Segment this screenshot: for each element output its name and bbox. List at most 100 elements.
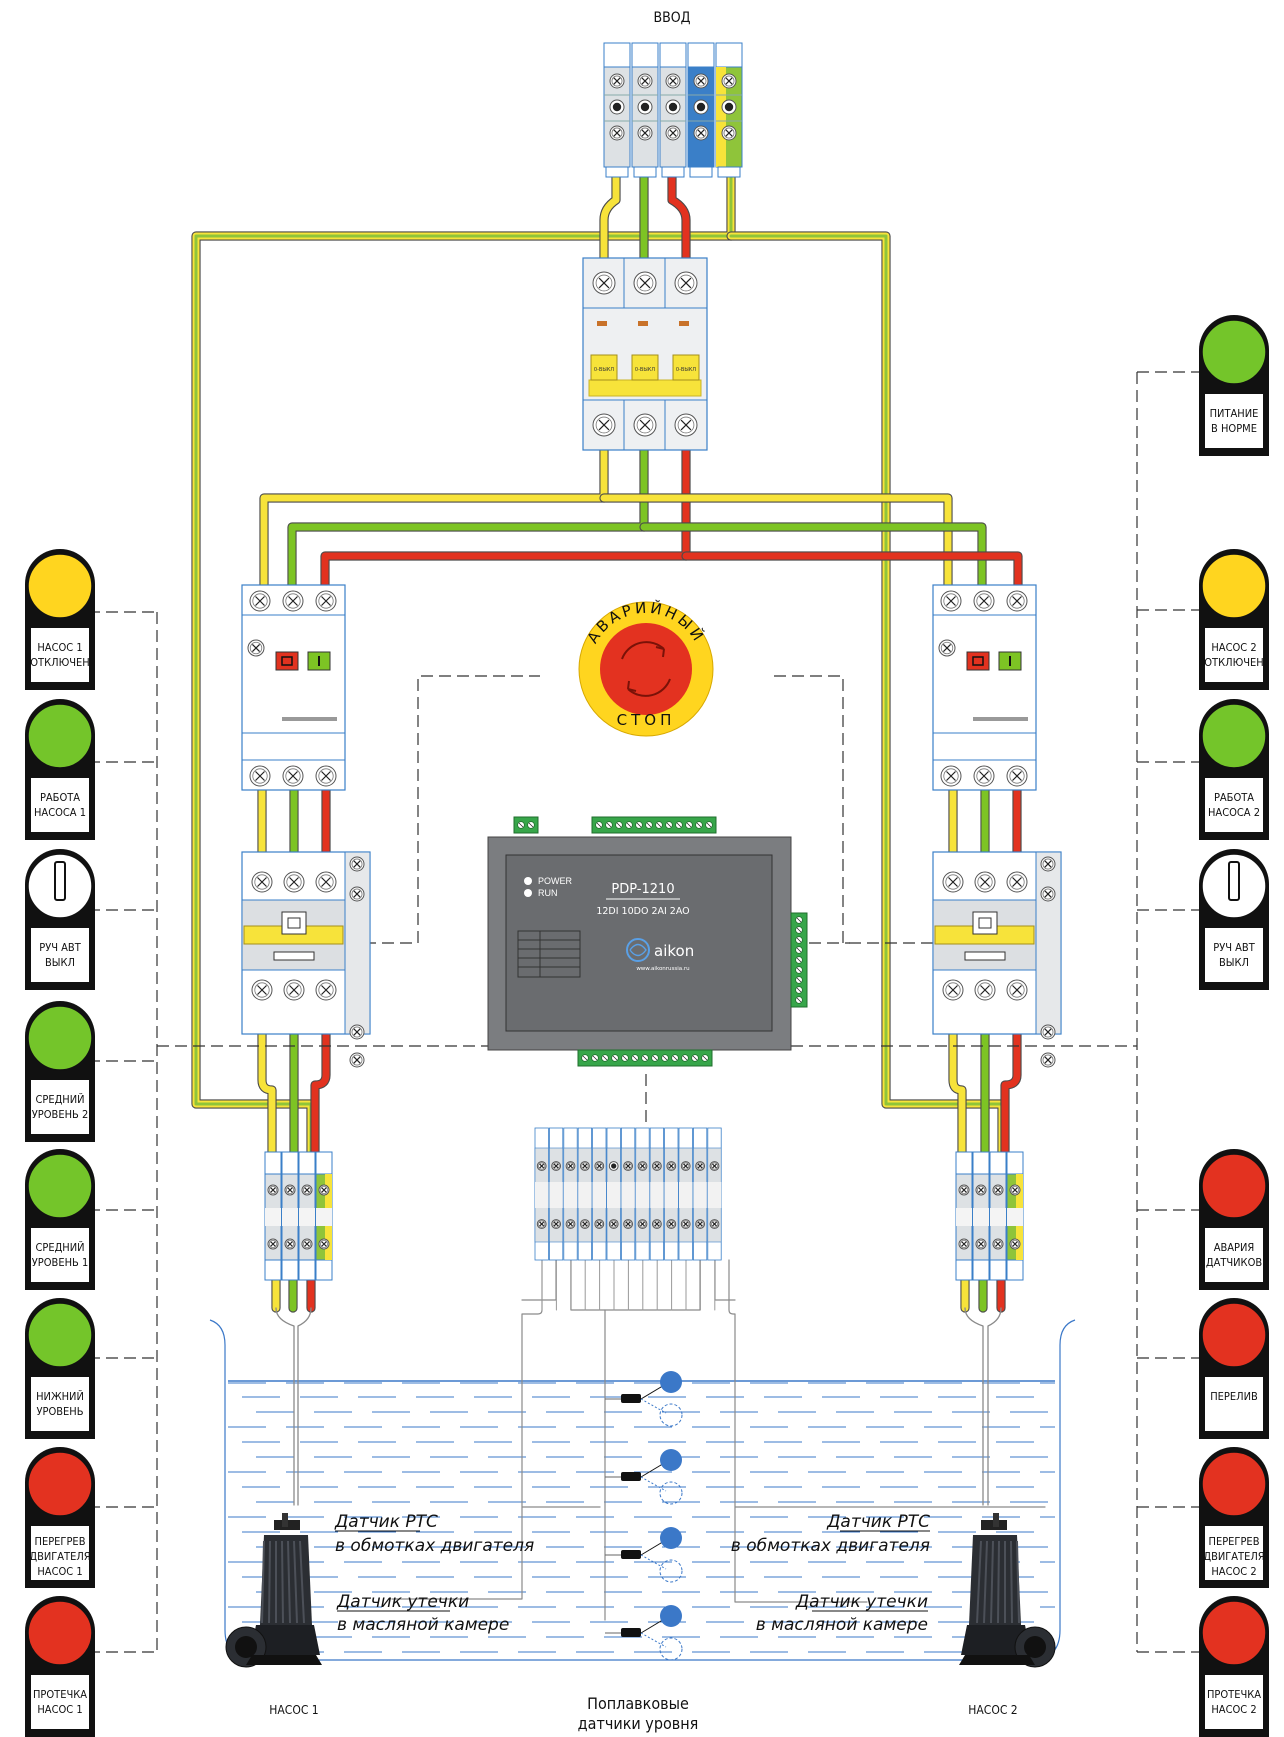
screw-icon: [942, 979, 964, 1001]
screw-icon: [637, 125, 653, 141]
aux-contact: [344, 851, 371, 1035]
screw-icon: [1040, 856, 1056, 872]
screw-icon: [318, 1238, 330, 1250]
screw-icon: [249, 765, 271, 787]
screw-icon: [580, 1219, 590, 1229]
lamp-label: ДАТЧИКОВ: [1206, 1256, 1263, 1269]
screw-icon: [973, 590, 995, 612]
lamp-light: [27, 1600, 93, 1666]
screw-icon: [551, 1219, 562, 1229]
terminal-foot: [633, 166, 657, 178]
stop-button[interactable]: [275, 651, 299, 671]
float-ball-icon: [660, 1527, 682, 1549]
screw-icon: [283, 871, 305, 893]
screw-icon: [284, 1238, 296, 1250]
lamp-label: В НОРМЕ: [1211, 422, 1257, 435]
screw-icon: [251, 871, 273, 893]
terminal-cap: [659, 42, 687, 68]
wire: [681, 551, 1023, 590]
lamp-label: НАСОС 2: [1211, 1565, 1256, 1578]
motor-breaker-pump2: [932, 584, 1037, 791]
terminal-cap: [631, 42, 659, 68]
lamp-label-plate: [1205, 928, 1263, 982]
screw-icon: [1009, 1184, 1021, 1196]
screw-icon: [940, 765, 962, 787]
wire: [288, 446, 648, 589]
float-ball-down-icon: [659, 1403, 683, 1427]
screw-icon: [267, 1238, 279, 1250]
signal-wire: [275, 1307, 312, 1506]
lamp-label: ПРОТЕЧКА: [33, 1688, 87, 1701]
screw-icon: [551, 1161, 562, 1171]
screw-icon: [1040, 1052, 1056, 1068]
screw-icon: [938, 639, 956, 657]
breaker-handle[interactable]: [631, 354, 659, 381]
float-ball-down-icon: [659, 1637, 683, 1661]
screw-icon: [247, 639, 265, 657]
screw-icon: [282, 765, 304, 787]
breaker-handle[interactable]: [672, 354, 700, 381]
screw-icon: [251, 979, 273, 1001]
float-ball-icon: [660, 1449, 682, 1471]
float-sensor-body: [621, 1472, 641, 1481]
wire: [682, 552, 1022, 589]
screw-icon: [633, 413, 657, 437]
screw-icon: [693, 125, 709, 141]
float-sensor-body: [621, 1394, 641, 1403]
screw-icon: [608, 1161, 619, 1171]
wire: [258, 1030, 276, 1156]
screw-icon: [665, 73, 681, 89]
lamp-label: ПРОТЕЧКА: [1207, 1688, 1261, 1701]
lamp-label: ДВИГАТЕЛЯ: [29, 1550, 90, 1563]
stop-button[interactable]: [966, 651, 990, 671]
screw-icon: [940, 590, 962, 612]
breaker-handle[interactable]: [590, 354, 618, 381]
screw-icon: [1006, 979, 1028, 1001]
selector-handle[interactable]: [1228, 861, 1240, 901]
screw-icon: [958, 1238, 970, 1250]
wire: [668, 170, 690, 262]
emergency-stop-button[interactable]: АВАРИЙНЫЙ СТОП: [578, 598, 714, 737]
selector-handle[interactable]: [54, 861, 66, 901]
wire: [321, 446, 690, 589]
screw-icon: [609, 125, 625, 141]
breaker-indicator: [679, 321, 689, 326]
screw-icon: [318, 1184, 330, 1196]
screw-icon: [974, 979, 996, 1001]
screw-icon: [652, 1219, 662, 1229]
lamp-label: НАСОС 1: [37, 641, 82, 654]
screw-icon: [267, 1184, 279, 1196]
screw-icon: [975, 1238, 987, 1250]
screw-icon: [693, 73, 709, 89]
lamp-light: [27, 1153, 93, 1219]
lamp-label: СРЕДНИЙ: [35, 1241, 84, 1254]
screw-icon: [652, 1161, 662, 1171]
lamp-label-plate: [31, 928, 89, 982]
sensor-terminal-block: [534, 1127, 722, 1261]
screw-icon: [975, 1184, 987, 1196]
lamp-label: ОТКЛЮЧЕН: [30, 656, 89, 669]
aikon-logo-icon: [626, 938, 650, 962]
screw-icon: [301, 1238, 313, 1250]
lamp-label-plate: [31, 1080, 89, 1134]
wire: [287, 445, 649, 590]
lamp-label: НАСОС 1: [37, 1565, 82, 1578]
lamp-light: [27, 1302, 93, 1368]
lamp-label-plate: [1205, 1526, 1263, 1580]
lamp-light: [1201, 1153, 1267, 1219]
lamp-label-plate: [1205, 628, 1263, 682]
breaker-indicator: [638, 321, 648, 326]
power-wires: [191, 169, 1046, 1621]
screw-icon: [958, 1184, 970, 1196]
wire: [600, 494, 952, 589]
lamp-label: ОТКЛЮЧЕН: [1204, 656, 1263, 669]
lamp-label: РАБОТА: [40, 791, 80, 804]
lamp-label: НАСОС 2: [1211, 641, 1256, 654]
wire: [320, 445, 691, 590]
signal-wire: [521, 1259, 557, 1301]
